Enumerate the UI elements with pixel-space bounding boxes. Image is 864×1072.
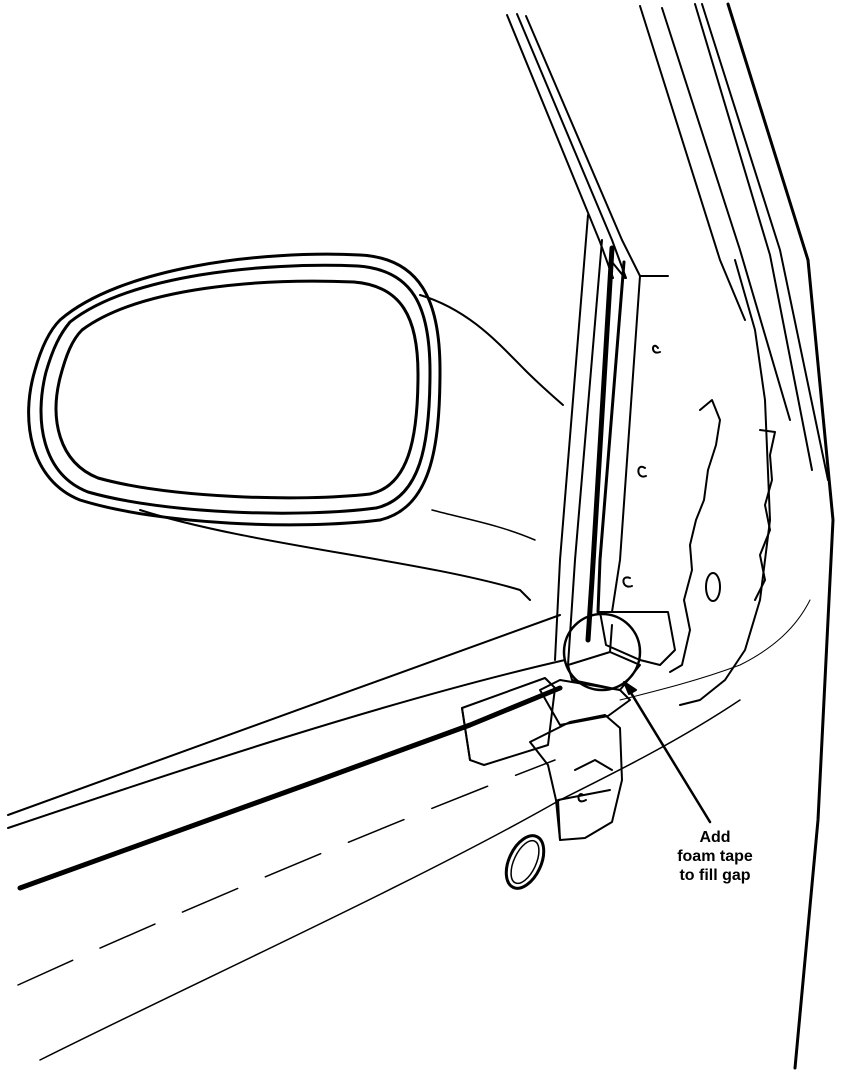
leader-arrowhead (623, 681, 637, 695)
callout-line-3: to fill gap (679, 867, 751, 884)
door-lock-cylinder (504, 834, 546, 890)
foam-tape-callout: Add foam tape to fill gap (655, 828, 775, 885)
leader-line (626, 686, 712, 824)
sill-clip (461, 677, 631, 766)
door-lock-inner (510, 839, 540, 885)
callout-line-1: Add (699, 829, 731, 846)
pillar-inner-panel (622, 259, 776, 706)
a-pillar-lines (506, 2, 835, 1070)
detail-circle (562, 612, 642, 692)
side-mirror (27, 252, 564, 601)
mirror-housing-outer (27, 252, 442, 527)
mirror-arm (419, 294, 564, 406)
foam-tape-block (529, 714, 623, 841)
callout-line-2: foam tape (677, 848, 753, 865)
window-channel (554, 214, 669, 666)
mirror-glass (54, 279, 420, 500)
triangle-filler (567, 611, 676, 691)
mirror-housing-rim (39, 263, 432, 515)
